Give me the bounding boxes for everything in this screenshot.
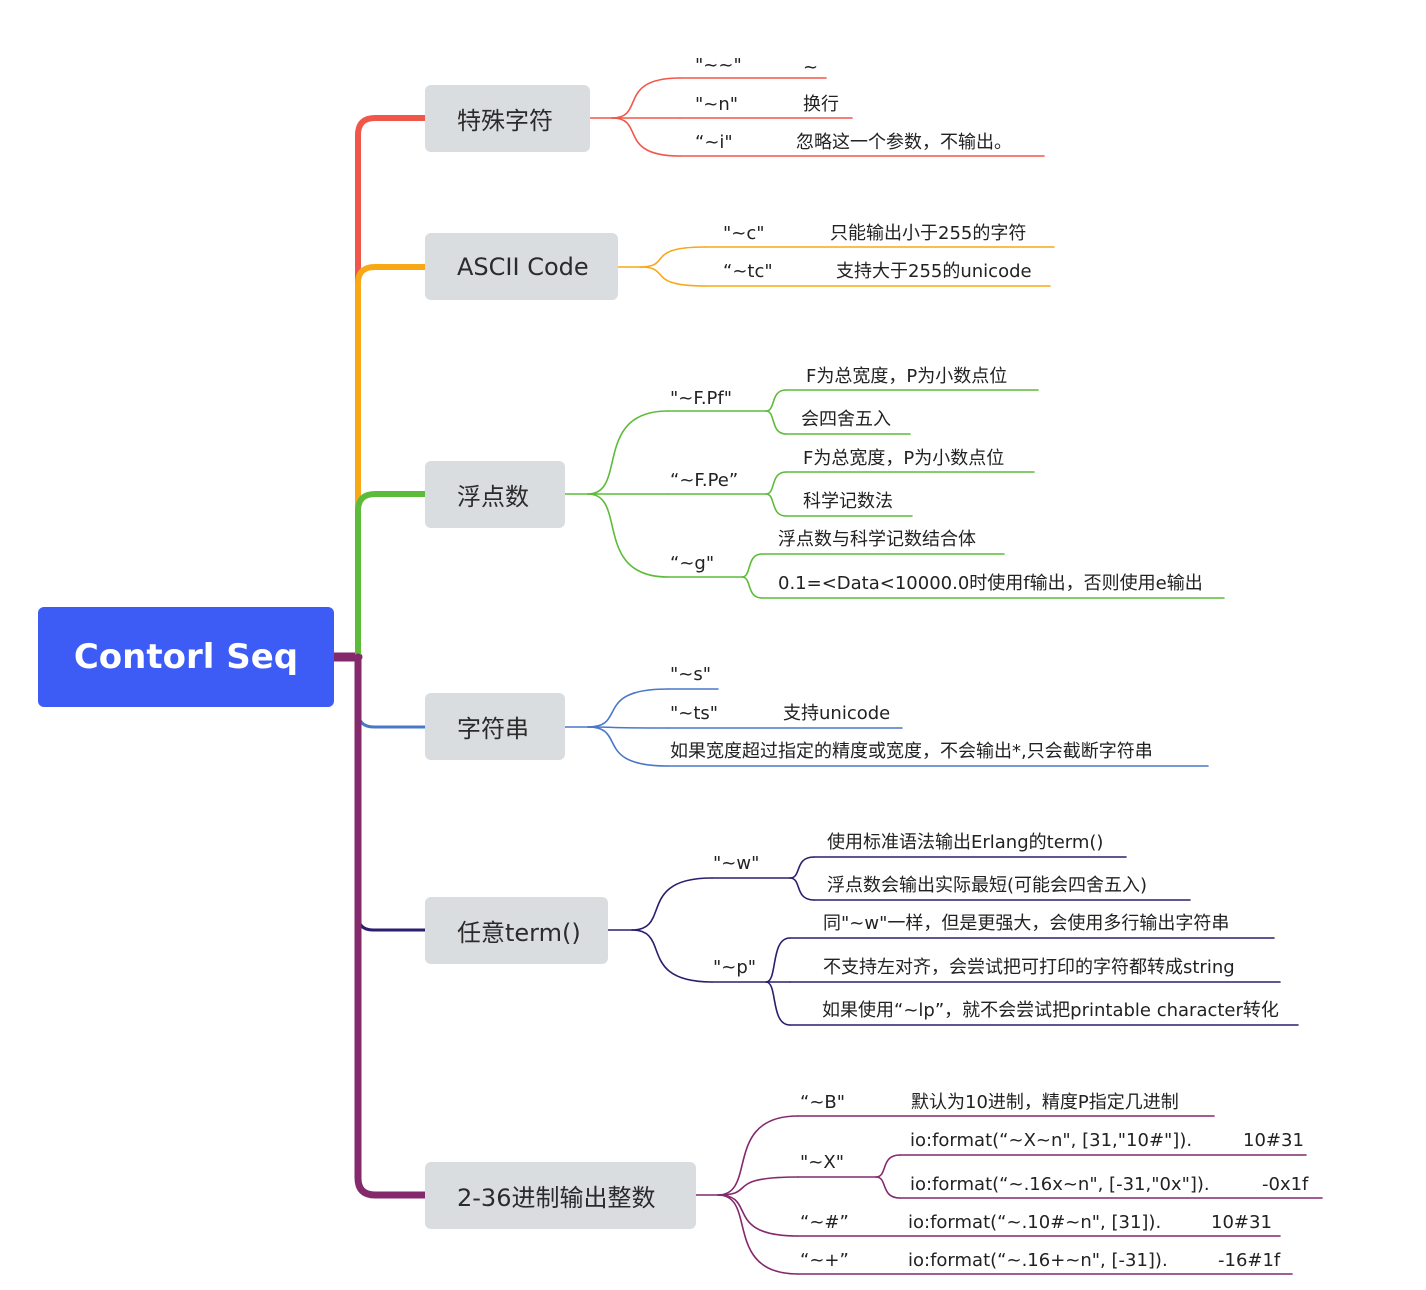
float-e-line-1: F为总宽度，P为小数点位 xyxy=(803,448,1005,469)
special-link-0 xyxy=(611,77,681,119)
string-link-2 xyxy=(587,726,669,767)
radix-b-desc: 默认为10进制，精度P指定几进制 xyxy=(911,1092,1179,1113)
term-p-line-2: 不支持左对齐，会尝试把可打印的字符都转成string xyxy=(823,957,1235,978)
float-f-line-1: F为总宽度，P为小数点位 xyxy=(806,366,1008,387)
string-note: 如果宽度超过指定的精度或宽度，不会输出*,只会截断字符串 xyxy=(670,741,1153,762)
float-link-2 xyxy=(587,493,669,578)
float-sublink-2-1 xyxy=(741,576,763,599)
radix-sublink-x-0 xyxy=(875,1154,901,1178)
ascii-value-tc: 支持大于255的unicode xyxy=(836,261,1032,282)
special-key-n: "~n" xyxy=(695,94,739,115)
term-sublink-1-0 xyxy=(765,937,791,983)
radix-x-code-2: io:format(“~.16x~n", [-31,"0x"]). xyxy=(910,1174,1210,1195)
topic-radix[interactable]: 2-36进制输出整数 xyxy=(425,1162,696,1229)
topic-float[interactable]: 浮点数 xyxy=(425,461,565,528)
float-sublink-0-0 xyxy=(765,389,787,412)
ascii-key-c: "~c" xyxy=(723,223,765,244)
trunk-ascii xyxy=(355,264,428,660)
float-e-line-2: 科学记数法 xyxy=(803,491,893,512)
ascii-key-tc: “~tc" xyxy=(723,261,773,282)
radix-link-b xyxy=(717,1115,799,1196)
term-p-line-3: 如果使用“~lp”，就不会尝试把printable character转化 xyxy=(822,1000,1279,1021)
float-sublink-1-1 xyxy=(765,493,787,517)
string-value-ts: 支持unicode xyxy=(783,703,891,724)
string-link-0 xyxy=(587,688,669,728)
special-value-tilde: ~ xyxy=(803,57,819,78)
radix-key-x: "~X" xyxy=(800,1152,844,1173)
term-sublink-0-1 xyxy=(789,877,815,901)
float-link-0 xyxy=(587,410,669,495)
special-value-n: 换行 xyxy=(803,94,839,115)
root-node[interactable]: Contorl Seq xyxy=(38,607,334,707)
float-g-line-2: 0.1=<Data<10000.0时使用f输出，否则使用e输出 xyxy=(778,573,1203,594)
special-link-2 xyxy=(611,117,681,157)
radix-sublink-x-1 xyxy=(875,1176,901,1199)
float-key-e: “~F.Pe” xyxy=(670,470,739,491)
float-key-g: “~g" xyxy=(670,553,715,574)
radix-x-code-1: io:format(“~X~n", [31,"10#"]). xyxy=(910,1130,1193,1151)
radix-hash-result: 10#31 xyxy=(1211,1212,1272,1233)
float-key-f: "~F.Pf" xyxy=(670,388,733,409)
term-key-p: "~p" xyxy=(713,957,757,978)
special-key-tilde: "~~" xyxy=(695,55,742,76)
float-sublink-1-0 xyxy=(765,471,787,495)
radix-key-hash: “~#” xyxy=(800,1212,849,1233)
radix-link-hash xyxy=(717,1194,799,1237)
term-link-1 xyxy=(631,929,713,983)
topic-ascii-code[interactable]: ASCII Code xyxy=(425,233,618,300)
special-key-i: “~i" xyxy=(695,132,733,153)
topic-string[interactable]: 字符串 xyxy=(425,693,565,760)
term-link-0 xyxy=(631,877,713,931)
topic-special-chars[interactable]: 特殊字符 xyxy=(425,85,590,152)
radix-hash-code: io:format(“~.10#~n", [31]). xyxy=(908,1212,1162,1233)
trunk-float xyxy=(355,491,428,660)
term-w-line-2: 浮点数会输出实际最短(可能会四舍五入) xyxy=(827,875,1148,896)
radix-key-plus: “~+” xyxy=(800,1250,849,1271)
float-sublink-0-1 xyxy=(765,410,787,435)
string-key-ts: "~ts" xyxy=(670,703,719,724)
radix-x-result-2: -0x1f xyxy=(1262,1174,1309,1195)
radix-x-result-1: 10#31 xyxy=(1243,1130,1304,1151)
ascii-value-c: 只能输出小于255的字符 xyxy=(830,223,1027,244)
trunk-radix xyxy=(354,653,429,1199)
term-key-w: "~w" xyxy=(713,853,760,874)
string-key-s: "~s" xyxy=(670,664,712,685)
trunk-special xyxy=(355,115,428,660)
term-sublink-0-0 xyxy=(789,856,815,879)
term-sublink-1-2 xyxy=(765,981,791,1026)
special-value-i: 忽略这一个参数，不输出。 xyxy=(796,132,1012,153)
ascii-link-1 xyxy=(639,266,706,287)
trunk-string xyxy=(356,655,427,729)
radix-key-b: “~B" xyxy=(800,1092,846,1113)
topic-term[interactable]: 任意term() xyxy=(425,897,608,964)
ascii-link-0 xyxy=(639,246,706,268)
float-g-line-1: 浮点数与科学记数结合体 xyxy=(778,529,976,550)
string-link-1 xyxy=(587,726,669,729)
radix-link-x xyxy=(717,1176,799,1196)
float-sublink-2-0 xyxy=(741,553,763,578)
radix-plus-code: io:format(“~.16+~n", [-31]). xyxy=(908,1250,1168,1271)
term-w-line-1: 使用标准语法输出Erlang的term() xyxy=(827,832,1104,853)
trunk-term xyxy=(356,655,427,932)
term-p-line-1: 同"~w"一样，但是更强大，会使用多行输出字符串 xyxy=(823,913,1230,934)
radix-plus-result: -16#1f xyxy=(1218,1250,1281,1271)
radix-link-plus xyxy=(717,1194,799,1275)
float-f-line-2: 会四舍五入 xyxy=(801,409,891,430)
